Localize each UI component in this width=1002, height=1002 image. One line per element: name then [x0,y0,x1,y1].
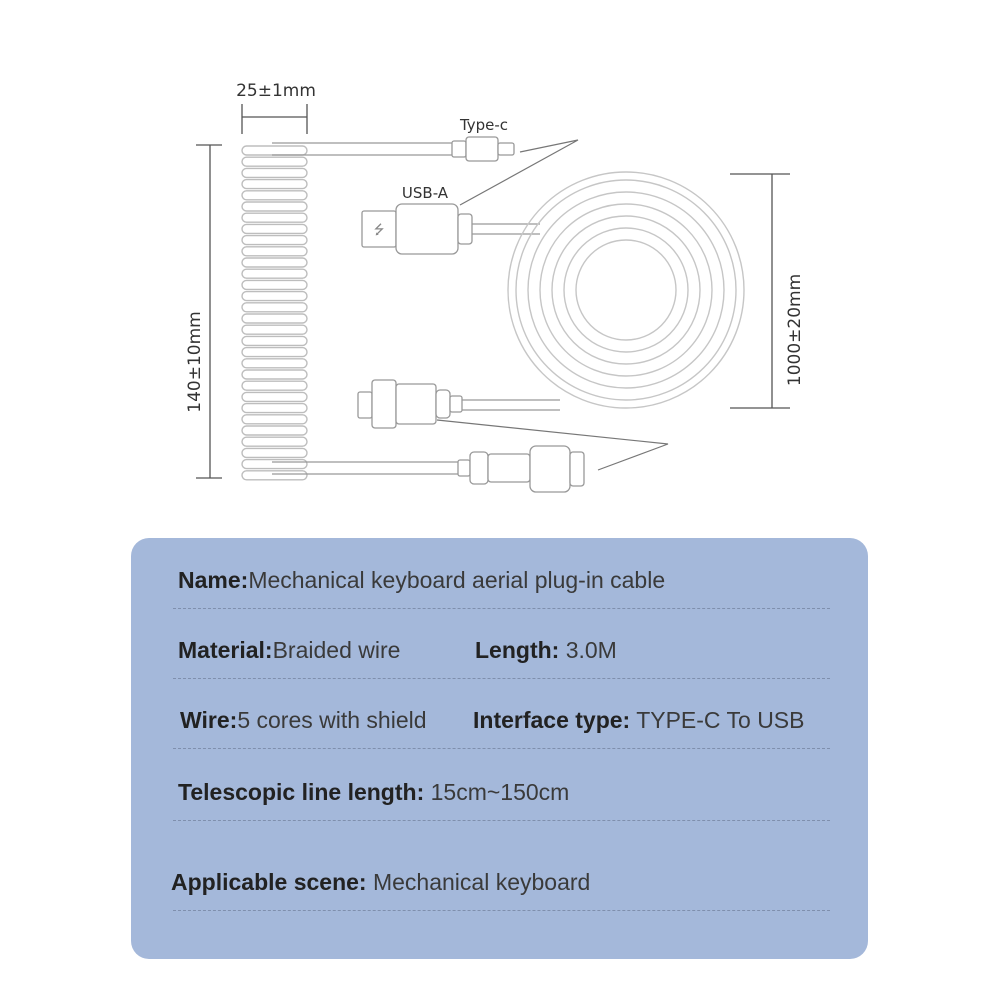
spec-telescopic: Telescopic line length: 15cm~150cm [178,779,569,806]
cable-diagram: 25±1mm 140±10mm Type-c ⭍ USB-A [185,81,805,493]
coil-winding [241,268,308,279]
coil-winding [241,212,308,223]
coil-winding [241,178,308,190]
spec-length-value: 3.0M [559,637,617,663]
usb-symbol-icon: ⭍ [374,222,385,237]
typec-connector [272,136,515,162]
coil-winding [241,223,308,235]
spec-wire: Wire:5 cores with shield [180,707,427,734]
spec-row-wire: Wire:5 cores with shield Interface type:… [173,678,830,749]
coil-winding [241,436,308,447]
spec-material-label: Material: [178,637,273,663]
coil-length-dimension [196,144,222,479]
coil-winding [241,369,308,380]
spec-material-value: Braided wire [272,637,401,663]
spec-wire-label: Wire: [180,707,238,733]
loop-ring [575,239,677,341]
usba-label: USB-A [402,184,449,202]
coil-width-dimension [241,104,308,134]
coil-winding [241,414,308,425]
coil-winding [241,391,308,403]
spec-scene-value: Mechanical keyboard [366,869,591,895]
spec-panel: Name:Mechanical keyboard aerial plug-in … [131,538,868,959]
coil-winding [241,201,308,212]
spec-row-scene: Applicable scene: Mechanical keyboard [171,840,830,911]
spec-wire-value: 5 cores with shield [237,707,427,733]
coil-winding [241,190,308,201]
coil-winding [241,257,308,268]
spec-scene: Applicable scene: Mechanical keyboard [171,869,590,896]
loop-ring [563,227,689,353]
coil-winding [241,290,308,302]
spec-telescopic-value: 15cm~150cm [424,779,570,805]
aviator-connector-female [357,379,560,429]
coil-winding [241,346,308,358]
spec-telescopic-label: Telescopic line length: [178,779,425,805]
coil-winding [241,470,308,481]
coil-winding [241,145,308,156]
coil-winding [241,425,308,436]
loop-diameter-label: 1000±20mm [785,274,805,386]
coil-winding [241,324,308,335]
coil-winding [241,458,308,470]
coiled-cable [241,145,308,481]
loop-ring [507,171,745,409]
loop-ring [515,179,737,401]
spec-interface-label: Interface type: [473,707,631,733]
loop-ring [527,191,725,389]
spec-row-material: Material:Braided wire Length: 3.0M [173,608,830,679]
coil-winding [241,447,308,459]
coil-winding [241,246,308,257]
spec-length-label: Length: [475,637,560,663]
spec-row-telescopic: Telescopic line length: 15cm~150cm [173,750,830,821]
spec-material: Material:Braided wire [178,637,400,664]
pointer-lines [436,139,669,471]
usba-connector: ⭍ [361,203,540,255]
coil-winding [241,380,308,391]
coil-length-label: 140±10mm [185,311,205,412]
coil-winding [241,167,308,179]
spec-row-name: Name:Mechanical keyboard aerial plug-in … [173,538,830,609]
spec-scene-label: Applicable scene: [171,869,367,895]
coil-winding [241,279,308,291]
spec-name-value: Mechanical keyboard aerial plug-in cable [248,567,666,593]
aviator-connector-male [272,445,585,493]
spec-interface-value: TYPE-C To USB [630,707,805,733]
coil-winding [241,156,308,167]
spec-length: Length: 3.0M [475,637,617,664]
typec-label: Type-c [459,116,508,134]
loop-ring [539,203,713,377]
spec-name-label: Name: [178,567,249,593]
coil-width-label: 25±1mm [236,81,316,101]
coil-winding [241,358,308,369]
coil-winding [241,302,308,313]
coil-winding [241,313,308,324]
coil-winding [241,402,308,414]
spec-name: Name:Mechanical keyboard aerial plug-in … [178,567,665,594]
spec-interface: Interface type: TYPE-C To USB [473,707,804,734]
coil-winding [241,335,308,347]
coil-winding [241,234,308,246]
loop-ring [551,215,701,365]
cable-loop [507,171,745,409]
loop-diameter-dimension [730,173,790,409]
